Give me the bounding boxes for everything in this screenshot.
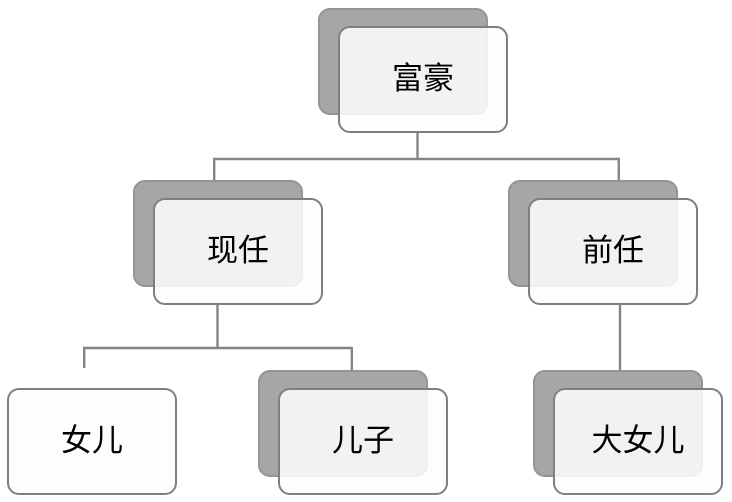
node-current-wife: 现任 — [133, 180, 323, 305]
node-ex-wife: 前任 — [508, 180, 698, 305]
node-current-wife-card: 现任 — [153, 198, 323, 305]
node-ex-wife-card: 前任 — [528, 198, 698, 305]
node-tycoon-card: 富豪 — [338, 26, 508, 133]
node-eldest-daughter: 大女儿 — [533, 370, 723, 495]
node-eldest-daughter-label: 大女儿 — [591, 423, 685, 459]
node-daughter-label: 女儿 — [61, 423, 123, 459]
node-son-card: 儿子 — [278, 388, 448, 495]
node-daughter-card: 女儿 — [7, 388, 177, 495]
node-son: 儿子 — [258, 370, 448, 495]
node-eldest-daughter-card: 大女儿 — [553, 388, 723, 495]
node-current-wife-label: 现任 — [207, 233, 269, 269]
node-tycoon-label: 富豪 — [392, 61, 454, 97]
node-tycoon: 富豪 — [318, 8, 508, 133]
node-daughter: 女儿 — [7, 388, 177, 495]
node-ex-wife-label: 前任 — [582, 233, 644, 269]
node-son-label: 儿子 — [332, 423, 394, 459]
